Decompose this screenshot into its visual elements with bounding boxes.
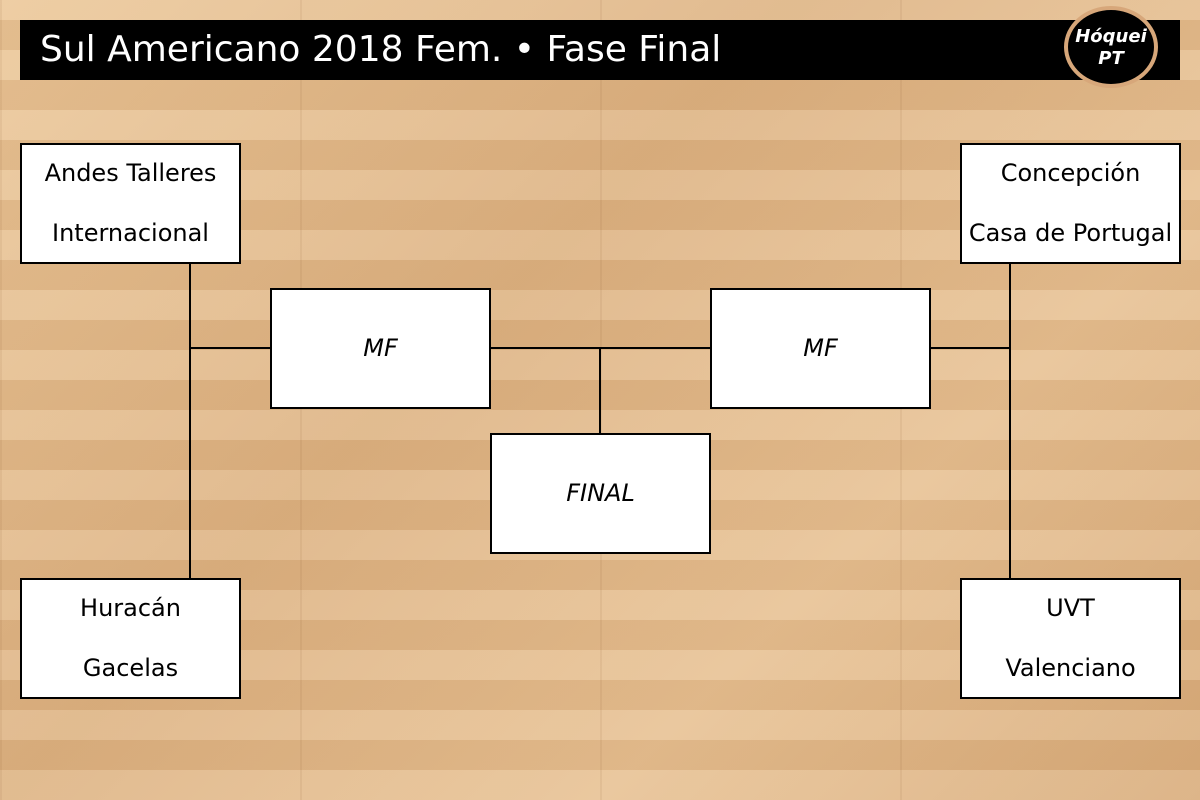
semifinal-label: MF [803, 334, 838, 362]
team-name: Casa de Portugal [968, 219, 1173, 247]
page-title: Sul Americano 2018 Fem. • Fase Final [40, 29, 722, 70]
title-bar: Sul Americano 2018 Fem. • Fase Final [20, 20, 1180, 80]
team-name: Gacelas [82, 654, 179, 682]
final-box: FINAL [490, 433, 711, 554]
match-box-right-bottom: UVT Valenciano [960, 578, 1181, 699]
connector-left-vertical [189, 262, 191, 580]
connector-right-horizontal [929, 347, 1011, 349]
final-label: FINAL [566, 479, 635, 507]
team-name: Huracán [80, 594, 181, 622]
match-box-right-top: Concepción Casa de Portugal [960, 143, 1181, 264]
semifinal-box-right: MF [710, 288, 931, 409]
semifinal-label: MF [363, 334, 398, 362]
logo-text-line1: Hóquei [1075, 26, 1147, 47]
hoquei-pt-logo: Hóquei PT [1064, 6, 1158, 88]
team-name: Concepción [1000, 159, 1141, 187]
team-name: UVT [1046, 594, 1095, 622]
connector-right-vertical [1009, 262, 1011, 580]
connector-left-horizontal [190, 347, 272, 349]
connector-final-vertical [599, 348, 601, 434]
team-name: Andes Talleres [44, 159, 217, 187]
match-box-left-top: Andes Talleres Internacional [20, 143, 241, 264]
team-name: Valenciano [1005, 654, 1136, 682]
match-box-left-bottom: Huracán Gacelas [20, 578, 241, 699]
team-name: Internacional [52, 219, 209, 247]
semifinal-box-left: MF [270, 288, 491, 409]
logo-text-line2: PT [1098, 48, 1124, 69]
